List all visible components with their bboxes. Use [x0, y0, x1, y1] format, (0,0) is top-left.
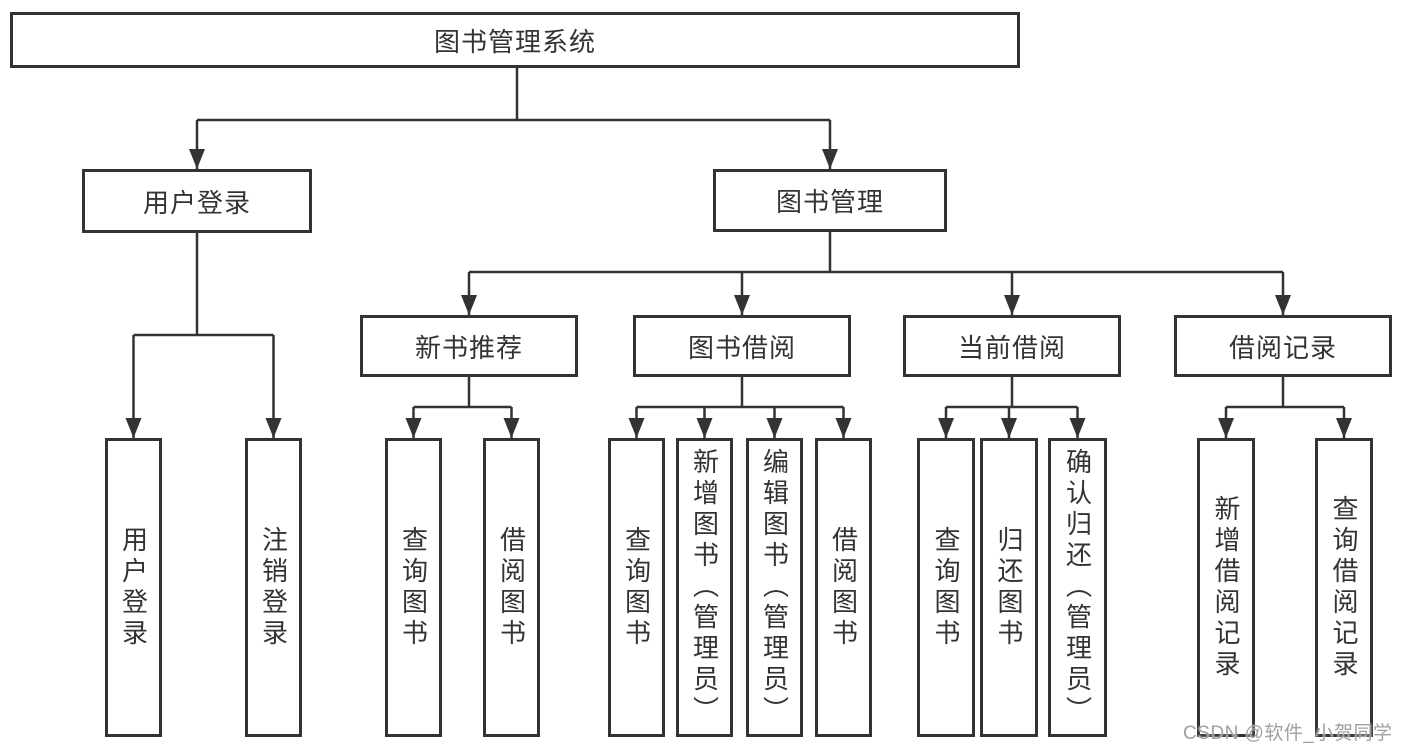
leaf-query-borrow-record: 查询借阅记录	[1315, 438, 1373, 737]
leaf-query-books-borrowing-label: 查询图书	[621, 525, 652, 650]
leaf-add-books-admin-label: 新增图书（管理员）	[689, 448, 720, 727]
leaf-logout-label: 注销登录	[258, 525, 289, 650]
leaf-user-login-label: 用户登录	[118, 525, 149, 650]
leaf-confirm-return-admin: 确认归还（管理员）	[1048, 438, 1107, 737]
node-borrowing-records-label: 借阅记录	[1228, 332, 1337, 363]
node-book-borrowing: 图书借阅	[633, 315, 851, 377]
leaf-add-borrow-record: 新增借阅记录	[1197, 438, 1255, 737]
leaf-borrow-books-recommend-label: 借阅图书	[496, 525, 527, 650]
node-new-book-recommendation: 新书推荐	[360, 315, 578, 377]
node-current-borrowing-label: 当前借阅	[957, 332, 1066, 363]
node-user-login-label: 用户登录	[142, 187, 251, 218]
leaf-query-books-recommend: 查询图书	[385, 438, 442, 737]
leaf-user-login: 用户登录	[105, 438, 162, 737]
leaf-query-books-borrowing: 查询图书	[608, 438, 665, 737]
leaf-confirm-return-admin-label: 确认归还（管理员）	[1062, 448, 1093, 727]
leaf-borrow-books-recommend: 借阅图书	[483, 438, 540, 737]
watermark: CSDN @软件_小贺同学	[1183, 723, 1393, 744]
leaf-query-books-current-label: 查询图书	[931, 525, 961, 650]
leaf-edit-books-admin-label: 编辑图书（管理员）	[759, 448, 790, 727]
leaf-query-books-recommend-label: 查询图书	[398, 525, 429, 650]
node-book-management: 图书管理	[713, 169, 947, 232]
leaf-logout: 注销登录	[245, 438, 302, 737]
leaf-borrow-books: 借阅图书	[815, 438, 872, 737]
node-root-label: 图书管理系统	[433, 26, 596, 57]
leaf-borrow-books-label: 借阅图书	[828, 525, 859, 650]
leaf-return-books: 归还图书	[980, 438, 1038, 737]
leaf-add-books-admin: 新增图书（管理员）	[676, 438, 733, 737]
node-book-borrowing-label: 图书借阅	[687, 332, 796, 363]
leaf-add-borrow-record-label: 新增借阅记录	[1211, 494, 1241, 681]
node-book-management-label: 图书管理	[775, 187, 884, 217]
node-user-login: 用户登录	[82, 169, 312, 233]
node-current-borrowing: 当前借阅	[903, 315, 1121, 377]
node-new-book-recommendation-label: 新书推荐	[414, 332, 523, 363]
node-root: 图书管理系统	[10, 12, 1020, 68]
leaf-query-books-current: 查询图书	[917, 438, 975, 737]
leaf-return-books-label: 归还图书	[994, 525, 1024, 650]
leaf-edit-books-admin: 编辑图书（管理员）	[746, 438, 803, 737]
leaf-query-borrow-record-label: 查询借阅记录	[1329, 494, 1359, 681]
node-borrowing-records: 借阅记录	[1174, 315, 1392, 377]
